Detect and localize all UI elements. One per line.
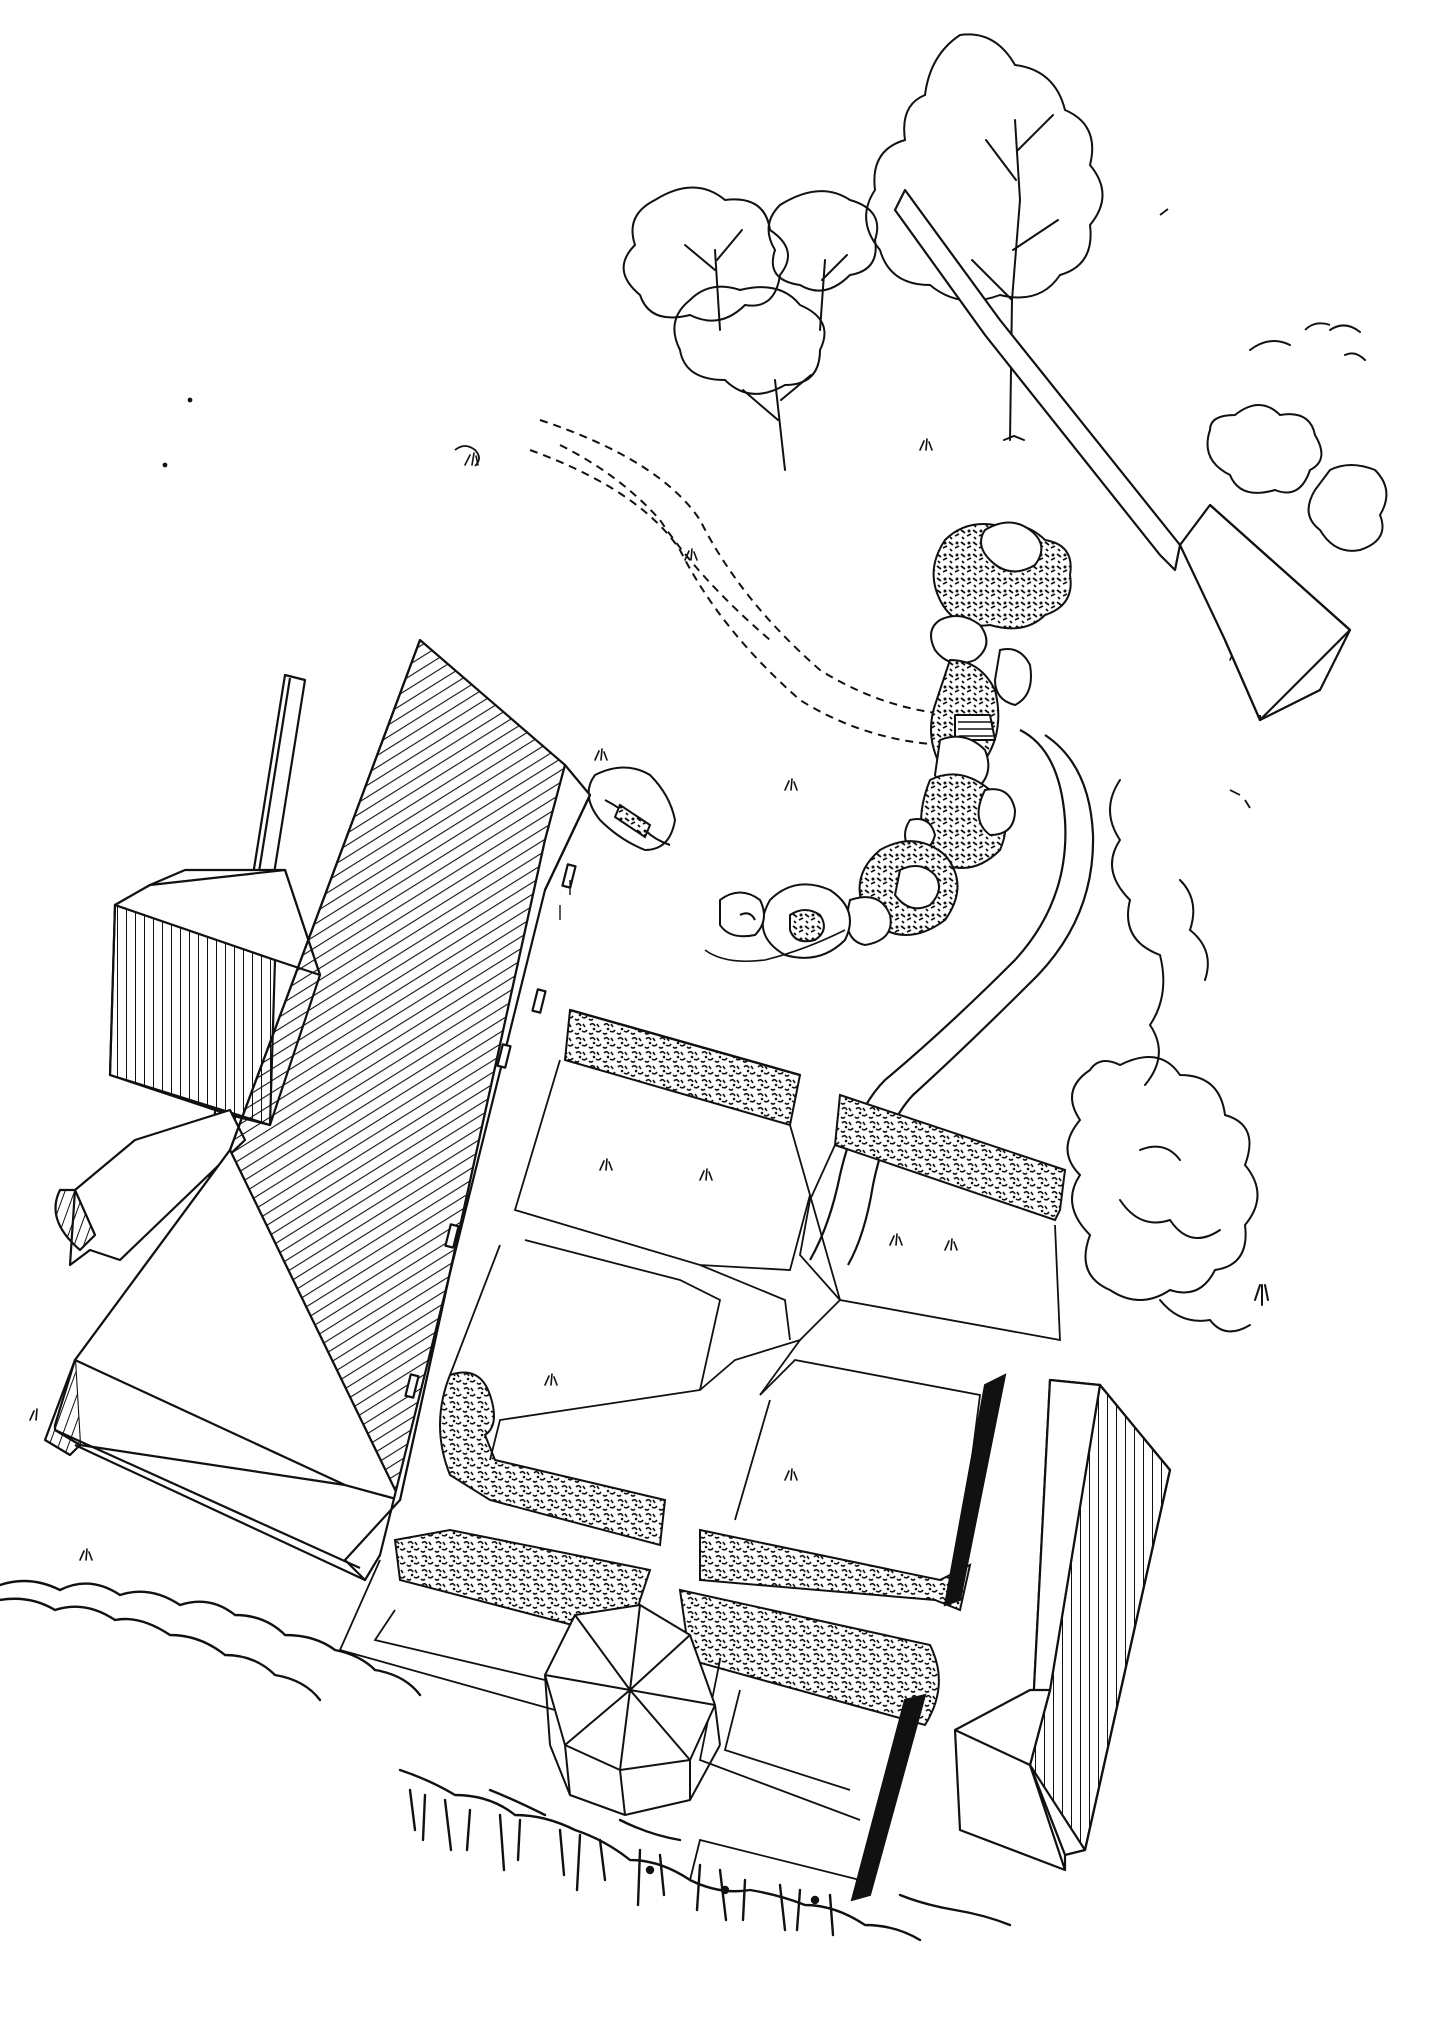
tall-tree <box>865 33 1104 441</box>
shrubs-right <box>1206 324 1388 552</box>
garden-beds <box>338 1059 1061 1881</box>
boulder-near-house <box>587 766 677 852</box>
scribbles <box>162 208 1331 809</box>
boundary-hedge-bottom <box>0 1579 1012 1942</box>
main-house <box>43 638 592 1582</box>
dashed-path-upper <box>529 419 991 747</box>
hedge-upper-left <box>563 1008 802 1127</box>
hedge-upper-right <box>833 1093 1067 1222</box>
winding-path <box>809 729 1095 1266</box>
shed-bottom-right <box>953 1378 1172 1872</box>
outbuilding-top-right <box>893 188 1352 722</box>
grass-tufts <box>29 438 1238 1561</box>
hedge-middle-left <box>439 1371 667 1547</box>
rock-garden <box>704 521 1072 963</box>
tree-group-top <box>622 33 1388 552</box>
woodland-right <box>1066 779 1269 1333</box>
hedge-middle-right <box>699 1528 972 1612</box>
hedge-lower-right <box>678 1588 940 1727</box>
gazebo <box>544 1604 721 1816</box>
tree-cluster-left <box>622 186 879 471</box>
